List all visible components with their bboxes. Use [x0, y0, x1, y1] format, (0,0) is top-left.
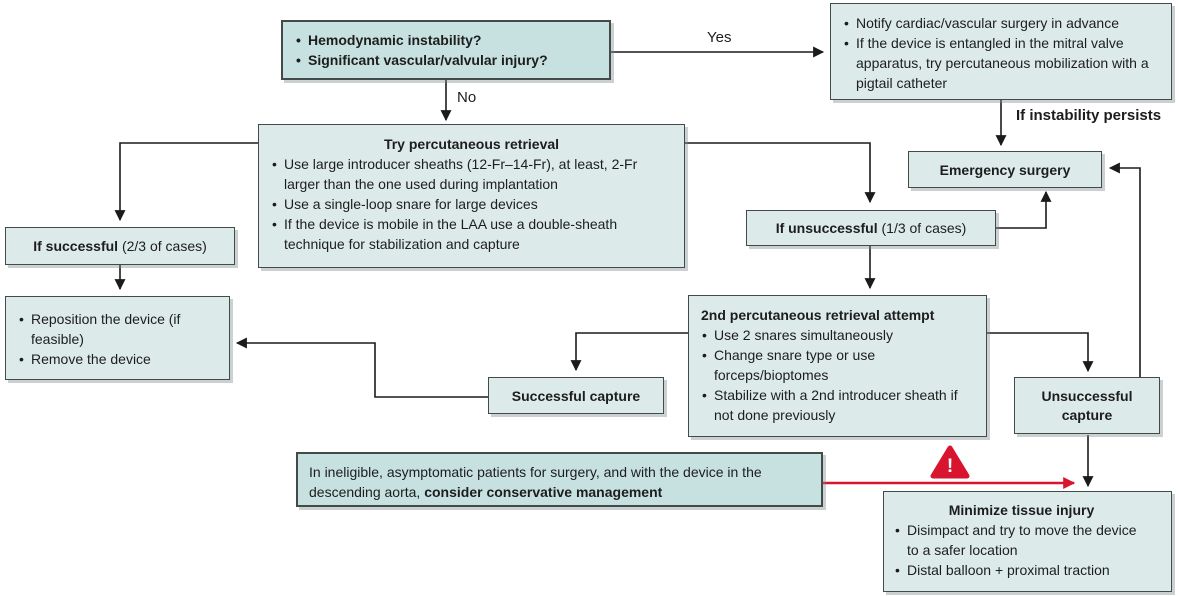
box-label: Successful capture — [511, 387, 641, 404]
arrow-second-to-uncapture — [987, 332, 1094, 373]
label-if-instability-persists: If instability persists — [1016, 107, 1162, 124]
box-conservative-management: In ineligible, asymptomatic patients for… — [296, 452, 823, 507]
bullet-item: Distal balloon + proximal traction — [894, 560, 1147, 580]
bullet-item: Use a single-loop snare for large device… — [271, 194, 672, 214]
bullet-item: Significant vascular/valvular injury? — [295, 50, 597, 70]
box-reposition-remove: Reposition the device (if feasible) Remo… — [5, 296, 230, 380]
box-if-unsuccessful: If unsuccessful (1/3 of cases) — [746, 210, 996, 246]
box-try-percutaneous-retrieval: Try percutaneous retrieval Use large int… — [258, 124, 685, 268]
bullet-item: Use 2 snares simultaneously — [701, 325, 978, 345]
bullet-item: Notify cardiac/vascular surgery in advan… — [843, 13, 1155, 33]
box-title: Minimize tissue injury — [948, 502, 1095, 518]
bullet-item: Change snare type or use forceps/bioptom… — [701, 345, 978, 385]
box-triage-question: Hemodynamic instability? Significant vas… — [281, 20, 611, 80]
box-notify-surgery: Notify cardiac/vascular surgery in advan… — [830, 3, 1172, 100]
box-title: Try percutaneous retrieval — [383, 136, 560, 152]
box-text: In ineligible, asymptomatic patients for… — [309, 464, 762, 501]
label-yes: Yes — [707, 29, 732, 46]
bullet-item: If the device is mobile in the LAA use a… — [271, 214, 672, 254]
box-title: 2nd percutaneous retrieval attempt — [701, 307, 935, 323]
box-label-bold: If unsuccessful — [775, 220, 878, 236]
box-label: Emergency surgery — [939, 161, 1071, 178]
bullet-item: Disimpact and try to move the device to … — [894, 520, 1147, 560]
warning-exclamation: ! — [947, 456, 953, 477]
box-if-successful: If successful (2/3 of cases) — [5, 227, 235, 265]
box-second-retrieval-attempt: 2nd percutaneous retrieval attempt Use 2… — [688, 295, 987, 437]
bullet-item: Use large introducer sheaths (12-Fr–14-F… — [271, 154, 672, 194]
arrow-uncapture-to-emergency — [1108, 162, 1141, 377]
box-label-bold: If successful — [33, 238, 119, 254]
box-label-rest: (1/3 of cases) — [877, 220, 967, 236]
label-no: No — [457, 89, 477, 106]
arrow-second-to-capture — [570, 332, 688, 372]
box-text-bold: consider conservative management — [424, 484, 663, 501]
box-successful-capture: Successful capture — [488, 377, 664, 414]
arrow-unsuccessful-to-emergency — [996, 190, 1052, 229]
bullet-item: Reposition the device (if feasible) — [18, 309, 193, 349]
bullet-item: Stabilize with a 2nd introducer sheath i… — [701, 385, 978, 425]
box-minimize-tissue-injury: Minimize tissue injury Disimpact and try… — [883, 491, 1172, 592]
arrow-retrieval-to-successful — [114, 142, 258, 222]
bullet-item: Hemodynamic instability? — [295, 30, 597, 50]
bullet-item: If the device is entangled in the mitral… — [843, 33, 1155, 93]
bullet-item: Remove the device — [18, 349, 193, 369]
warning-triangle-icon: ! — [930, 445, 970, 479]
arrow-retrieval-to-unsuccessful — [685, 142, 876, 204]
box-label: Unsuccessful capture — [1041, 387, 1133, 423]
arrow-capture-to-reposition — [235, 337, 488, 398]
box-emergency-surgery: Emergency surgery — [908, 151, 1102, 188]
box-unsuccessful-capture: Unsuccessful capture — [1014, 377, 1160, 434]
box-label-rest: (2/3 of cases) — [118, 238, 207, 254]
